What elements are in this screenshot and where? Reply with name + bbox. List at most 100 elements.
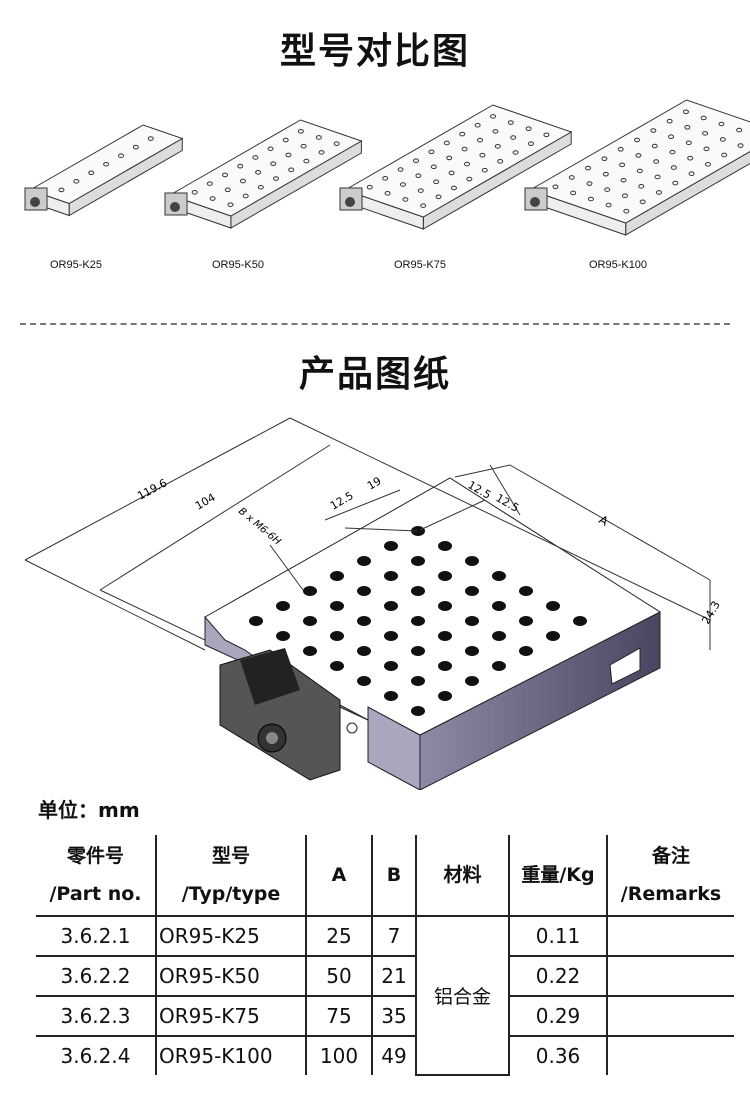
thumb-hole: [242, 193, 249, 199]
thumb-hole: [586, 181, 593, 186]
drawing-title: 产品图纸: [298, 354, 451, 395]
thumb-hole: [318, 150, 325, 155]
thumb-hole: [585, 165, 592, 171]
thumb-hole: [479, 152, 486, 158]
model-label: OR95-K25: [50, 259, 102, 271]
threaded-hole: [546, 631, 560, 641]
model-label: OR95-K50: [212, 259, 264, 271]
thumb-hole: [466, 176, 473, 182]
thumb-hole: [685, 140, 692, 146]
thumb-hole: [703, 146, 710, 152]
thumb-hole: [666, 118, 673, 124]
threaded-hole: [249, 616, 263, 626]
remarks: [606, 956, 734, 997]
hole-grid: [249, 526, 587, 716]
threaded-hole: [411, 616, 425, 626]
thumb-hole: [463, 161, 470, 167]
threaded-hole: [438, 631, 452, 641]
thumb-hole: [669, 149, 676, 155]
thumb-hole: [654, 174, 661, 180]
thumb-hole: [297, 129, 304, 134]
thumb-hole: [415, 173, 422, 178]
thumb-hole: [430, 164, 437, 170]
value-b: 49: [371, 1036, 416, 1075]
weight: 0.22: [508, 956, 607, 997]
thumb-hole: [428, 149, 435, 155]
threaded-hole: [573, 616, 587, 626]
type: OR95-K75: [155, 996, 306, 1037]
threaded-hole: [411, 676, 425, 686]
type: OR95-K25: [155, 916, 306, 957]
table-row: 3.6.2.2 OR95-K50 50 21 0.22: [36, 956, 734, 997]
threaded-hole: [519, 586, 533, 596]
section-divider: [20, 323, 730, 325]
thumb-hole: [700, 115, 707, 121]
thumb-hole: [621, 193, 628, 199]
thumb-hole: [492, 129, 499, 134]
thumb-hole: [191, 190, 198, 195]
material: 铝合金: [415, 916, 509, 1076]
thumb-hole: [602, 171, 609, 177]
threaded-hole: [303, 586, 317, 596]
thumb-hole: [638, 184, 645, 189]
threaded-hole: [465, 646, 479, 656]
plate-top-face: [204, 477, 662, 736]
thumb-hole: [103, 161, 110, 167]
thumb-hole: [450, 185, 457, 191]
unit-label: 单位：mm: [38, 798, 140, 822]
thumb-hole: [461, 146, 468, 152]
thumb-hole: [651, 143, 658, 149]
thumb-hole: [568, 175, 575, 180]
threaded-hole: [411, 646, 425, 656]
thumb-hole: [688, 171, 695, 177]
threaded-hole: [330, 631, 344, 641]
thumb-hole: [639, 199, 646, 205]
header-type: 型号/Typ/type: [155, 835, 306, 917]
thumb-hole: [617, 146, 624, 152]
thumb-hole: [687, 155, 694, 161]
header-part-no: 零件号/Part no.: [36, 835, 156, 917]
remarks: [606, 996, 734, 1037]
thumb-screw: [170, 202, 180, 212]
model-thumbnail: [339, 104, 573, 230]
thumb-hole: [682, 109, 689, 115]
dim-inner: 104: [193, 491, 218, 513]
threaded-hole: [465, 676, 479, 686]
thumb-hole: [525, 126, 532, 131]
threaded-hole: [411, 556, 425, 566]
remarks: [606, 916, 734, 957]
thumb-hole: [417, 188, 424, 193]
thumb-hole: [237, 163, 244, 169]
thumb-hole: [477, 137, 484, 143]
threaded-hole: [546, 601, 560, 611]
thumb-hole: [433, 179, 440, 185]
thumb-hole: [448, 170, 455, 176]
thumb-hole: [636, 168, 643, 174]
model-thumbnail: [24, 124, 184, 217]
model-label: OR95-K75: [394, 259, 446, 271]
header-b: B: [371, 835, 416, 917]
thumb-hole: [587, 196, 594, 202]
thumb-hole: [118, 153, 125, 158]
table-row: 3.6.2.4 OR95-K100 100 49 0.36: [36, 1036, 734, 1075]
threaded-hole: [438, 661, 452, 671]
part-no: 3.6.2.3: [36, 996, 156, 1037]
thumb-hole: [303, 158, 310, 164]
thumb-hole: [619, 162, 626, 168]
threaded-hole: [492, 601, 506, 611]
thumb-hole: [653, 159, 660, 164]
thumb-hole: [623, 208, 630, 214]
threaded-hole: [357, 616, 371, 626]
thumb-hole: [737, 143, 744, 148]
thumb-hole: [507, 120, 514, 125]
threaded-hole: [384, 631, 398, 641]
threaded-hole: [276, 631, 290, 641]
thumb-hole: [252, 155, 259, 160]
thumb-hole: [58, 187, 65, 193]
threaded-hole: [492, 661, 506, 671]
thumb-hole: [601, 156, 608, 161]
thumb-hole: [333, 141, 340, 146]
value-a: 100: [305, 1036, 372, 1075]
thumb-hole: [73, 179, 80, 184]
thumb-hole: [257, 184, 264, 190]
